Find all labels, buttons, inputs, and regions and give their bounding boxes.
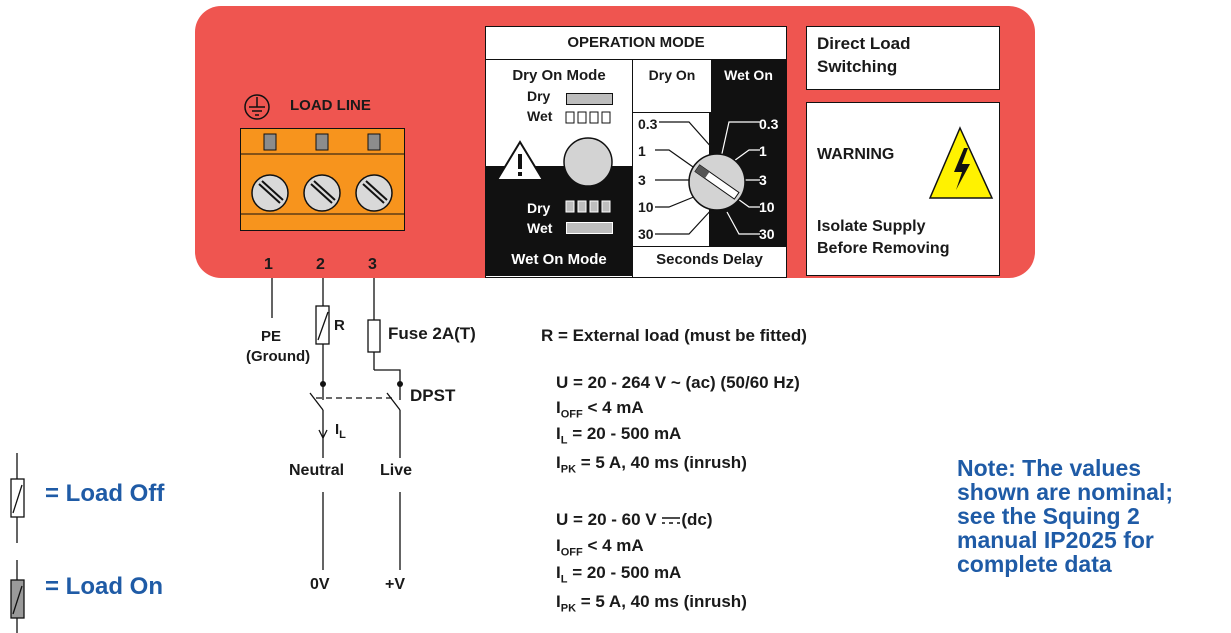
delay-left-4: 30 [638,226,654,242]
load-on-symbol-icon [10,560,25,633]
nominal-values-note: Note: The values shown are nominal; see … [957,455,1173,577]
caution-icon [495,140,545,181]
dc-ioff: IOFF < 4 mA [556,536,644,559]
dry-indicator-solid [566,93,613,105]
dry-on-header [633,60,711,112]
dc-ipk: IPK = 5 A, 40 ms (inrush) [556,592,747,615]
ground-icon [244,94,270,120]
r-note: R = External load (must be fitted) [541,326,807,345]
dry-label-top: Dry [527,88,551,104]
warning-title: WARNING [817,146,895,163]
warning-line1: Isolate Supply [817,218,926,235]
wet-label-bottom: Wet [527,220,553,236]
load-on-label: = Load On [45,573,164,600]
dpst-label: DPST [410,386,456,405]
zero-v-label: 0V [310,576,330,593]
terminal-number-2: 2 [316,256,325,273]
pe-label: PE [261,328,282,345]
delay-left-2: 3 [638,172,646,188]
operation-mode-title: OPERATION MODE [567,34,705,51]
wet-on-header [711,60,786,112]
wet-indicator-segmented [565,111,611,124]
plus-v-label: +V [385,576,406,593]
delay-dial[interactable] [633,112,786,246]
dry-indicator-segmented [565,200,611,213]
indicator-lamp-icon [563,137,613,187]
delay-right-4: 30 [759,226,775,242]
live-label: Live [380,462,413,479]
fuse-label: Fuse 2A(T) [388,324,476,343]
delay-right-3: 10 [759,199,775,215]
terminal-number-1: 1 [264,256,273,273]
delay-right-2: 3 [759,172,767,188]
delay-right-0: 0.3 [759,116,779,132]
wet-indicator-solid [566,222,613,234]
delay-left-0: 0.3 [638,116,658,132]
dc-symbol-icon [662,516,681,524]
ac-ipk: IPK = 5 A, 40 ms (inrush) [556,453,747,476]
wet-on-label: Wet On [724,67,773,83]
electric-hazard-icon [928,126,994,199]
load-off-label: = Load Off [45,480,165,507]
ac-il: IL = 20 - 500 mA [556,424,682,447]
wet-on-mode-label: Wet On Mode [511,251,607,268]
terminal-block [240,128,405,231]
resistor-label: R [334,317,345,334]
direct-load-line1: Direct Load [817,34,911,53]
dry-label-bottom: Dry [527,200,551,216]
delay-left-3: 10 [638,199,654,215]
ac-ioff: IOFF < 4 mA [556,398,644,421]
dc-il: IL = 20 - 500 mA [556,563,682,586]
dc-voltage: U = 20 - 60 V (dc) [556,510,713,529]
load-line-title: LOAD LINE [290,97,371,114]
delay-left-1: 1 [638,143,646,159]
ac-voltage: U = 20 - 264 V ~ (ac) (50/60 Hz) [556,373,800,392]
warning-line2: Before Removing [817,240,950,257]
load-off-symbol-icon [10,453,25,543]
dry-on-mode-label: Dry On Mode [512,67,606,84]
dry-on-label: Dry On [648,67,696,83]
seconds-delay-label: Seconds Delay [656,251,763,268]
wet-label-top: Wet [527,108,553,124]
ground-label: (Ground) [246,348,311,365]
direct-load-switching-box [806,26,1000,90]
il-label: IL [335,421,346,441]
direct-load-line2: Switching [817,57,898,76]
terminal-number-3: 3 [368,256,377,273]
delay-right-1: 1 [759,143,767,159]
neutral-label: Neutral [289,462,345,479]
wet-on-mode-section [486,166,632,276]
